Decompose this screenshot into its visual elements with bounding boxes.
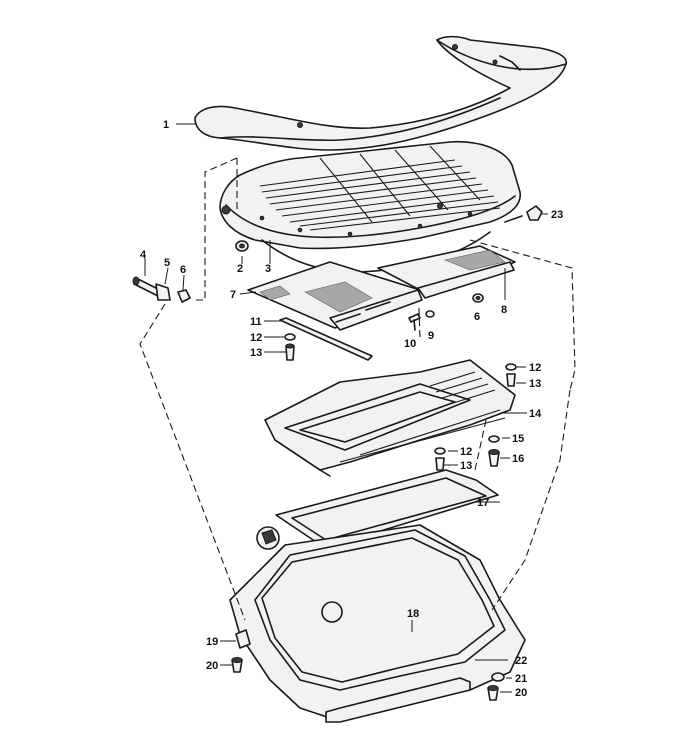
assembly-lines bbox=[139, 157, 576, 621]
callout-20-right: 20 bbox=[515, 687, 527, 699]
fastener-right-upper bbox=[505, 363, 517, 387]
callout-15: 15 bbox=[512, 433, 524, 445]
callout-labels: 1 2 3 4 5 6 6 7 8 9 10 11 12 13 12 13 14… bbox=[140, 119, 563, 699]
callout-12-right: 12 bbox=[529, 362, 541, 374]
strip-part-11 bbox=[279, 317, 373, 361]
engine-lid-grille bbox=[219, 140, 521, 273]
callout-2: 2 bbox=[237, 263, 243, 275]
callout-18: 18 bbox=[407, 608, 419, 620]
hinge-bolt-assembly bbox=[132, 276, 191, 303]
grommet-part-2 bbox=[235, 240, 249, 252]
callout-6-upper: 6 bbox=[180, 264, 186, 276]
fastener-right-lower bbox=[488, 435, 500, 467]
callout-14: 14 bbox=[529, 408, 542, 420]
callout-1: 1 bbox=[163, 119, 169, 131]
screw-part-20-left bbox=[231, 657, 243, 673]
screw-part-10 bbox=[408, 310, 435, 331]
callout-6-lower: 6 bbox=[474, 311, 480, 323]
callout-23: 23 bbox=[551, 209, 563, 221]
underside-frame bbox=[264, 359, 516, 477]
callout-11: 11 bbox=[250, 316, 262, 328]
latch-part-19 bbox=[235, 629, 251, 649]
callout-4: 4 bbox=[140, 249, 147, 261]
callout-16: 16 bbox=[512, 453, 524, 465]
fastener-center bbox=[434, 447, 446, 471]
circled-detail bbox=[256, 526, 280, 550]
callout-17: 17 bbox=[477, 497, 489, 509]
callout-5: 5 bbox=[164, 257, 170, 269]
screw-part-20-right bbox=[487, 685, 499, 701]
leader-lines bbox=[144, 123, 548, 693]
fastener-left bbox=[284, 333, 296, 361]
clip-part-23 bbox=[504, 205, 543, 223]
callout-13-right: 13 bbox=[529, 378, 541, 390]
callout-10: 10 bbox=[404, 338, 416, 350]
rear-spoiler-wing bbox=[194, 35, 568, 151]
engine-lid-panel bbox=[229, 524, 526, 723]
callout-3: 3 bbox=[265, 263, 271, 275]
callout-19: 19 bbox=[206, 636, 218, 648]
left-mesh-screen bbox=[247, 261, 423, 331]
callout-7: 7 bbox=[230, 289, 236, 301]
callout-13-left: 13 bbox=[250, 347, 262, 359]
callout-21: 21 bbox=[515, 673, 527, 685]
right-mesh-screen bbox=[377, 245, 516, 299]
callout-12-left: 12 bbox=[250, 332, 262, 344]
callout-12-center: 12 bbox=[460, 446, 472, 458]
callout-22: 22 bbox=[515, 655, 527, 667]
callout-13-center: 13 bbox=[460, 460, 472, 472]
washer-part-21 bbox=[491, 672, 505, 682]
callout-8: 8 bbox=[501, 304, 507, 316]
grommet-part-6b bbox=[472, 293, 484, 303]
callout-9: 9 bbox=[428, 330, 434, 342]
callout-20-left: 20 bbox=[206, 660, 218, 672]
